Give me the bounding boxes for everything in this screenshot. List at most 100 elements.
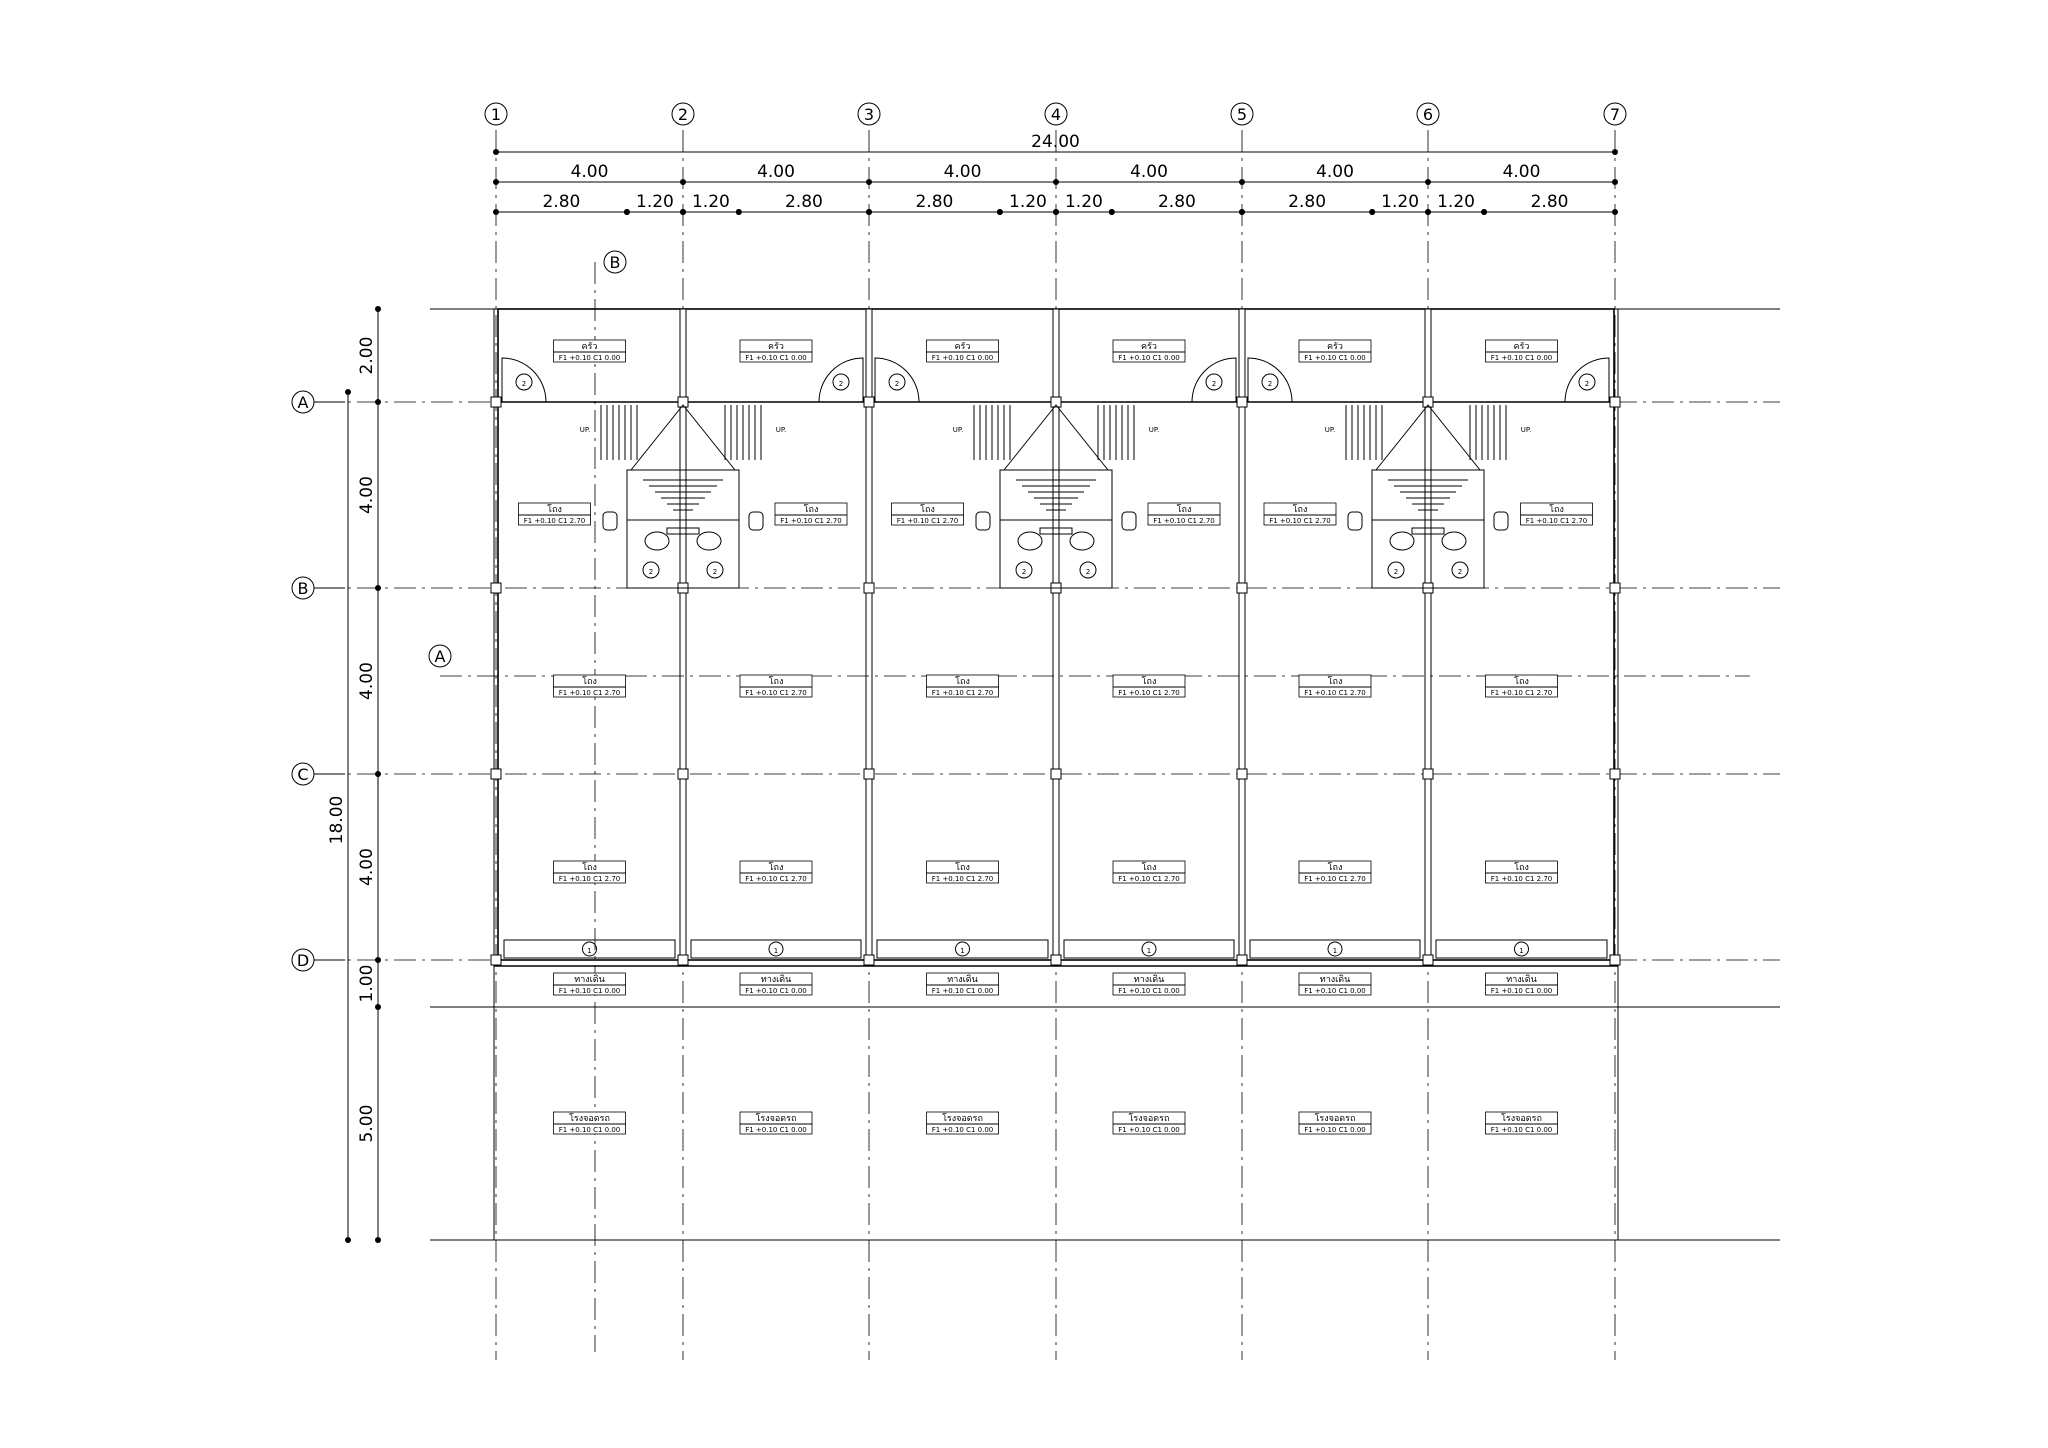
room-name: โรงจอดรถ: [1129, 1113, 1170, 1124]
door-tag-label: 2: [1458, 568, 1462, 576]
room-label-box: [1298, 1111, 1372, 1135]
room-name: โถง: [1514, 862, 1529, 873]
room-name: โถง: [547, 504, 562, 515]
door-tag: [888, 373, 906, 391]
grid-bubble: [484, 102, 508, 126]
room-tag: F1 +0.10 C1 0.00: [1118, 1126, 1180, 1134]
room-label-box: [1298, 860, 1372, 884]
room-label-box: [1485, 339, 1558, 363]
grid-bubble-label: C: [297, 765, 308, 784]
section-marker: [603, 250, 627, 274]
toilet-tank: [666, 527, 700, 535]
room-name: โถง: [1328, 862, 1343, 873]
sub-dim: 1.20: [1065, 192, 1103, 212]
room-tag: F1 +0.10 C1 2.70: [1118, 875, 1180, 883]
room-label-box: [774, 502, 848, 526]
sub-dim: 1.20: [636, 192, 674, 212]
room-label-box: [1520, 502, 1593, 526]
room-label-box: [739, 972, 813, 996]
toilet: [1441, 531, 1467, 551]
column: [490, 396, 502, 408]
room-tag: F1 +0.10 C1 2.70: [745, 875, 807, 883]
dim-tick: [1612, 149, 1618, 155]
room-tag: F1 +0.10 C1 0.00: [559, 354, 621, 362]
grid-bubble-label: 5: [1237, 105, 1247, 124]
door-swing: [1247, 357, 1293, 403]
row-dim: 2.00: [357, 337, 377, 375]
dim-tick: [1108, 209, 1115, 215]
grid-bubble: [1603, 102, 1627, 126]
grid-bubble-label: 2: [678, 105, 688, 124]
grid-bubble: [1044, 102, 1068, 126]
column: [863, 396, 875, 408]
dim-tick: [735, 209, 742, 215]
room-name: โถง: [1142, 862, 1157, 873]
stair-landing: [1375, 404, 1481, 471]
room-name: โรงจอดรถ: [569, 1113, 610, 1124]
sink: [1347, 511, 1363, 531]
room-tag: F1 +0.10 C1 2.70: [1269, 517, 1331, 525]
grid-bubble-label: A: [298, 393, 309, 412]
grid-bubble-label: 6: [1423, 105, 1433, 124]
room-tag: F1 +0.10 C1 0.00: [932, 987, 994, 995]
stair-landing: [630, 404, 736, 471]
window-tag-label: 1: [587, 947, 591, 955]
grid-bubble: [1416, 102, 1440, 126]
column: [863, 954, 875, 966]
room-label-box: [926, 339, 999, 363]
room-name: ครัว: [582, 342, 598, 352]
room-tag: F1 +0.10 C1 2.70: [1304, 875, 1366, 883]
column: [1422, 768, 1434, 780]
toilet: [1069, 531, 1095, 551]
room-label-box: [553, 1111, 626, 1135]
room-label-box: [553, 860, 626, 884]
room-name: โถง: [1142, 676, 1157, 687]
column: [1609, 396, 1621, 408]
door-tag-label: 2: [1212, 380, 1216, 388]
door-tag-label: 2: [839, 380, 843, 388]
window-tag: [768, 941, 784, 957]
room-tag: F1 +0.10 C1 0.00: [932, 354, 994, 362]
room-name: โถง: [769, 676, 784, 687]
door-tag-label: 2: [522, 380, 526, 388]
room-name: โถง: [582, 862, 597, 873]
sub-dim: 1.20: [1381, 192, 1419, 212]
bay-width-dim: 4.00: [1503, 162, 1541, 182]
door-tag: [1079, 561, 1097, 579]
grid-bubble: [1230, 102, 1254, 126]
door-tag: [1015, 561, 1033, 579]
room-name: โถง: [920, 504, 935, 515]
window-tag: [582, 941, 597, 957]
dim-tick: [493, 149, 499, 155]
room-tag: F1 +0.10 C1 2.70: [1304, 689, 1366, 697]
room-label-box: [1112, 1111, 1186, 1135]
room-tag: F1 +0.10 C1 0.00: [1491, 987, 1553, 995]
room-tag: F1 +0.10 C1 0.00: [559, 1126, 621, 1134]
column: [1609, 582, 1621, 594]
room-tag: F1 +0.10 C1 2.70: [932, 689, 994, 697]
column: [1236, 768, 1248, 780]
front-window: [690, 939, 862, 959]
room-name: โถง: [1328, 676, 1343, 687]
door-tag-label: 2: [1022, 568, 1026, 576]
room-tag: F1 +0.10 C1 0.00: [1491, 354, 1553, 362]
door-tag-label: 2: [1585, 380, 1589, 388]
room-tag: F1 +0.10 C1 0.00: [745, 354, 807, 362]
room-name: โถง: [582, 676, 597, 687]
room-tag: F1 +0.10 C1 2.70: [932, 875, 994, 883]
room-name: ทางเดิน: [761, 974, 791, 985]
dim-tick: [866, 209, 872, 215]
door-tag-label: 2: [713, 568, 717, 576]
column: [677, 768, 689, 780]
column: [1609, 954, 1621, 966]
stair-up-label: UP.: [1149, 426, 1159, 434]
column: [677, 396, 689, 408]
room-tag: F1 +0.10 C1 0.00: [1304, 987, 1366, 995]
dim-tick: [375, 1237, 381, 1243]
dim-tick: [1239, 179, 1245, 185]
room-name: โถง: [1514, 676, 1529, 687]
row-dim: 4.00: [357, 848, 377, 886]
room-label-box: [1485, 1111, 1558, 1135]
